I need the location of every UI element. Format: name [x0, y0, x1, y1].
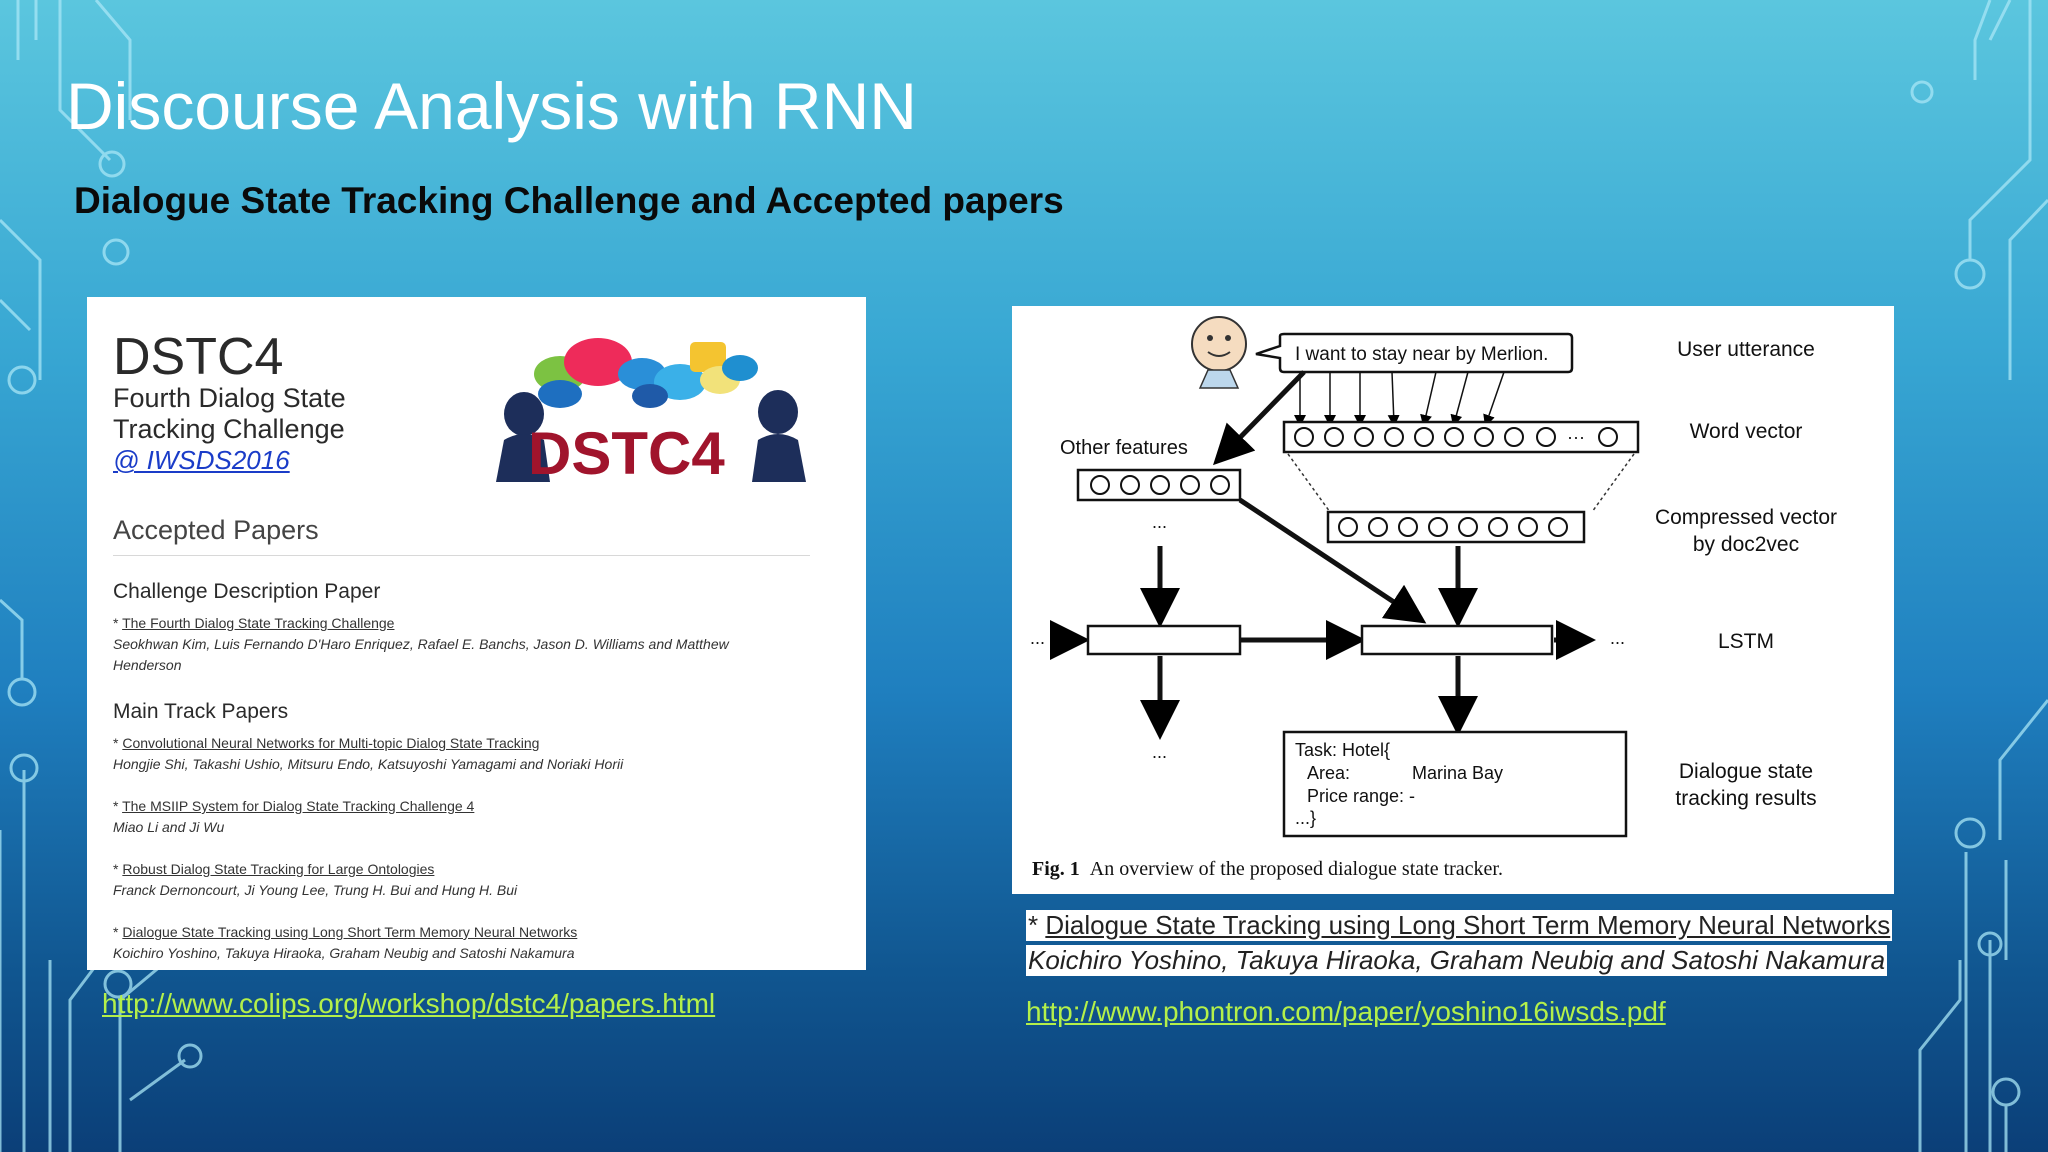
label-results-line2: tracking results	[1675, 787, 1816, 810]
dstc4-subheading-line1: Fourth Dialog State	[113, 383, 346, 413]
paper-authors: Hongjie Shi, Takashi Ushio, Mitsuru Endo…	[113, 756, 624, 772]
reference-authors: Koichiro Yoshino, Takuya Hiraoka, Graham…	[1026, 945, 1888, 976]
reference-title-link[interactable]: * Dialogue State Tracking using Long Sho…	[1026, 910, 1893, 941]
section-heading-main-track: Main Track Papers	[113, 700, 289, 723]
svg-text:···: ···	[1567, 427, 1585, 447]
section-heading-challenge: Challenge Description Paper	[113, 580, 381, 603]
speech-text: I want to stay near by Merlion.	[1295, 344, 1548, 365]
dstc4-page-screenshot: DSTC4 Fourth Dialog State Tracking Chall…	[87, 297, 866, 970]
svg-text:Area:: Area:	[1307, 763, 1350, 783]
paper-title-link[interactable]: * Convolutional Neural Networks for Mult…	[113, 735, 540, 751]
lstm-cell-left	[1086, 624, 1242, 656]
paper-authors: Franck Dernoncourt, Ji Young Lee, Trung …	[113, 882, 518, 898]
lstm-cell-right	[1360, 624, 1554, 656]
label-word-vector: Word vector	[1690, 420, 1803, 443]
speech-bubble	[1255, 332, 1574, 374]
svg-text:...: ...	[1030, 628, 1045, 648]
tracking-result-box	[1282, 730, 1628, 838]
iwsds2016-link[interactable]: @ IWSDS2016	[113, 445, 290, 475]
dstc4-subheading-line2: Tracking Challenge	[113, 414, 345, 444]
label-user-utterance: User utterance	[1677, 338, 1815, 361]
svg-text:...: ...	[1610, 628, 1625, 648]
svg-text:Task: Hotel{: Task: Hotel{	[1295, 740, 1390, 760]
svg-text:...: ...	[1152, 512, 1167, 532]
paper-title-link[interactable]: * Dialogue State Tracking using Long Sho…	[113, 924, 578, 940]
svg-text:Marina Bay: Marina Bay	[1412, 763, 1503, 783]
label-results-line1: Dialogue state	[1679, 760, 1813, 783]
tracker-diagram: I want to stay near by Merlion. ···	[1030, 316, 1837, 838]
svg-text:...}: ...}	[1295, 808, 1316, 828]
svg-text:...: ...	[1152, 742, 1167, 762]
compressed-vector-box	[1326, 510, 1586, 544]
paper-title-link[interactable]: * The MSIIP System for Dialog State Trac…	[113, 798, 475, 814]
label-lstm: LSTM	[1718, 630, 1774, 653]
svg-text:Price range: -: Price range: -	[1307, 786, 1415, 806]
accepted-papers-heading: Accepted Papers	[113, 515, 319, 545]
paper-title-link[interactable]: * The Fourth Dialog State Tracking Chall…	[113, 615, 395, 631]
dstc4-logo: DSTC4	[496, 338, 806, 482]
other-features-label: Other features	[1060, 437, 1188, 459]
label-compressed-line1: Compressed vector	[1655, 506, 1837, 529]
slide-subtitle: Dialogue State Tracking Challenge and Ac…	[74, 180, 1064, 221]
paper-authors: Miao Li and Ji Wu	[113, 819, 225, 835]
dstc4-heading: DSTC4	[113, 328, 284, 386]
paper-title-link[interactable]: * Robust Dialog State Tracking for Large…	[113, 861, 435, 877]
tracker-diagram-figure: I want to stay near by Merlion. ···	[1012, 306, 1894, 894]
phontron-paper-link[interactable]: http://www.phontron.com/paper/yoshino16i…	[1026, 996, 1666, 1027]
colips-papers-link[interactable]: http://www.colips.org/workshop/dstc4/pap…	[102, 988, 716, 1019]
paper-authors: Koichiro Yoshino, Takuya Hiraoka, Graham…	[113, 945, 575, 961]
slide-title: Discourse Analysis with RNN	[66, 69, 917, 143]
paper-authors: Henderson	[113, 657, 182, 673]
paper-authors: Seokhwan Kim, Luis Fernando D'Haro Enriq…	[113, 636, 729, 652]
figure-caption: Fig. 1 An overview of the proposed dialo…	[1032, 858, 1503, 880]
dstc4-logo-text: DSTC4	[528, 420, 725, 482]
label-compressed-line2: by doc2vec	[1693, 533, 1799, 556]
section-divider	[113, 555, 810, 556]
user-face-icon	[1191, 316, 1247, 389]
